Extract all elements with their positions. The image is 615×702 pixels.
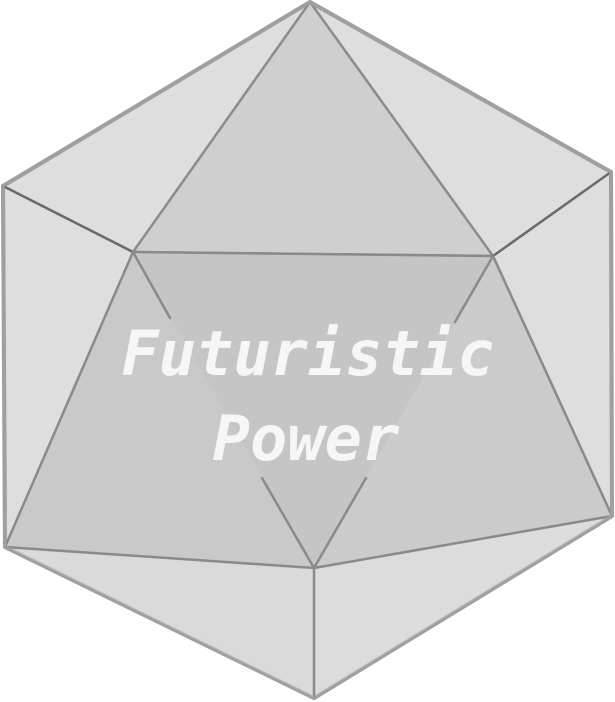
front-face-center [133, 252, 493, 568]
logo-wordmark: Futuristic Power [121, 317, 494, 475]
logo-text-line1: Futuristic [121, 317, 494, 390]
front-face-left [5, 252, 314, 568]
front-face-right [314, 256, 612, 568]
logo-text-line2: Power [213, 402, 400, 475]
edges [1, 170, 614, 700]
